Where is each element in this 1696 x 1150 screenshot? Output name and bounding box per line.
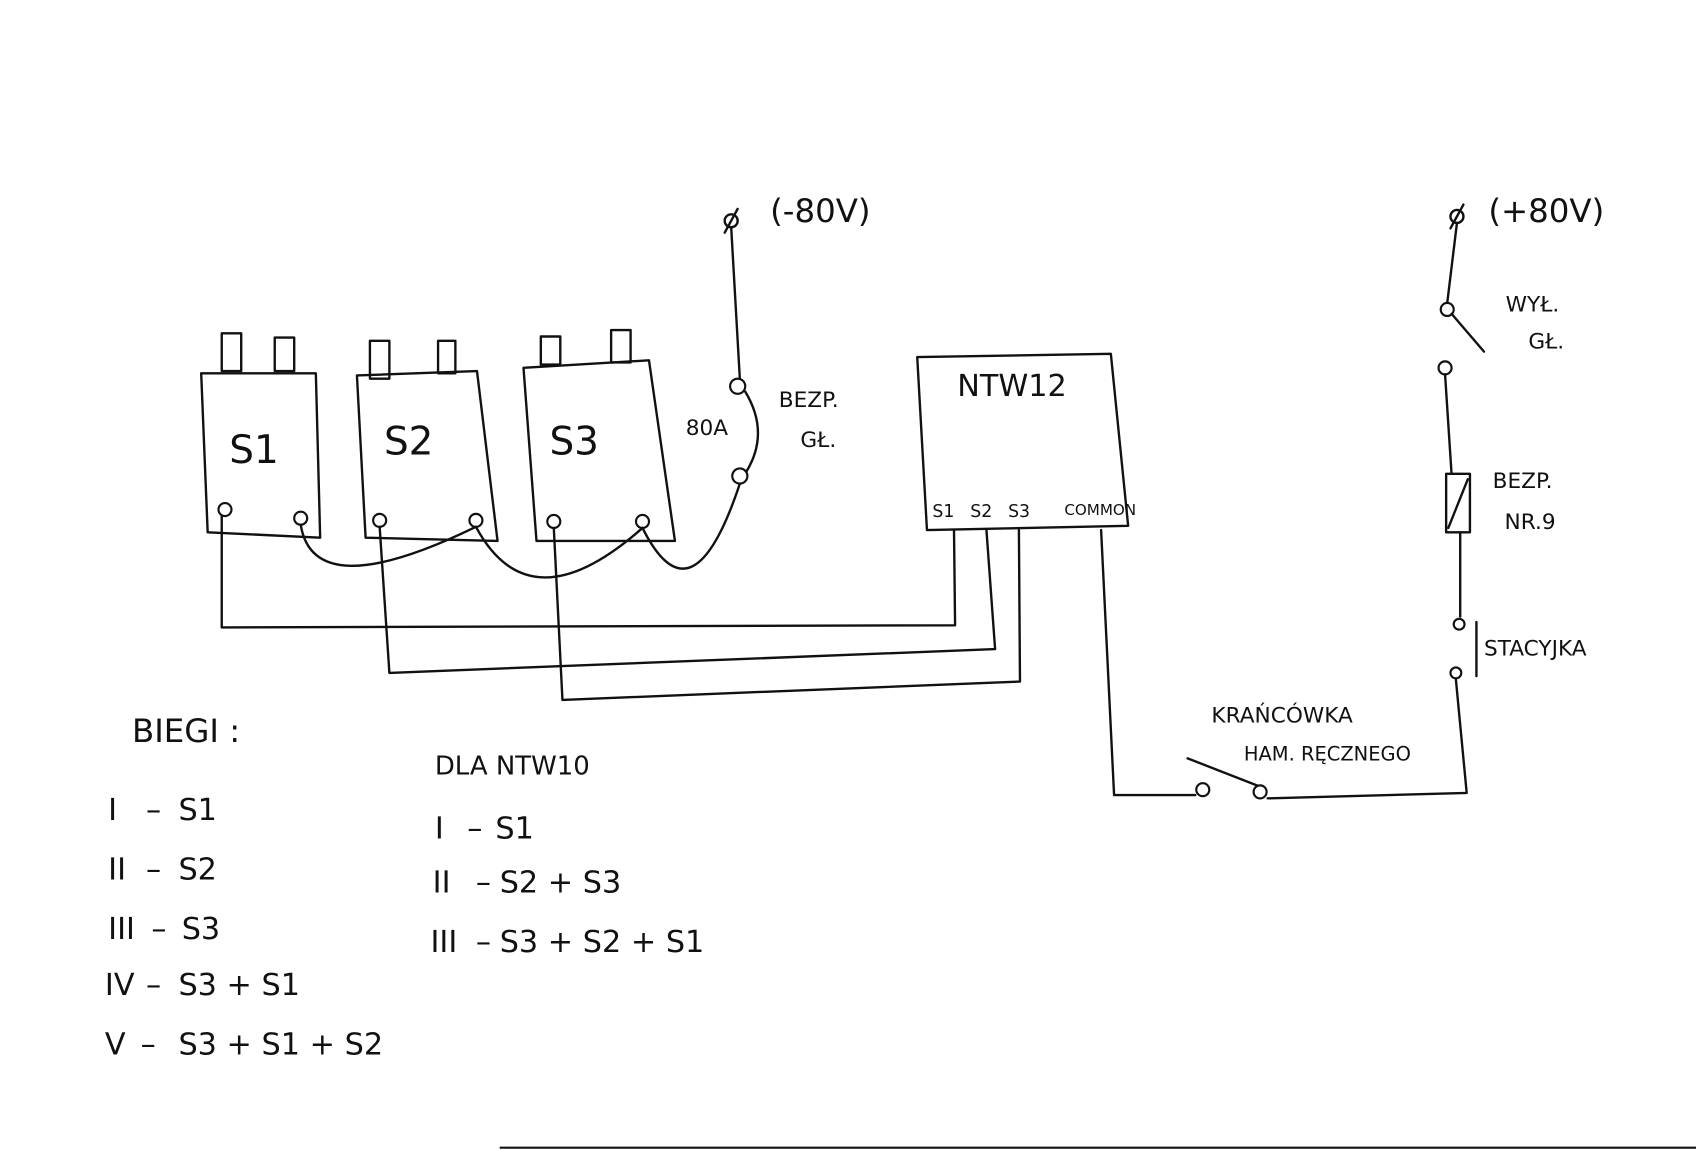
gears-title: BIEGI : [132,712,240,750]
diagram-text: – [141,1028,156,1063]
ignition-switch: STACYJKA [1449,617,1587,680]
diagram-text: – [146,793,161,828]
diagram-text: II [433,865,451,900]
gears-legend: BIEGI : I–S1 II–S2 III–S3 IV–S3 + S1 V–S… [105,712,383,1063]
diagram-text: – [151,912,166,947]
diagram-text: WYŁ. [1506,293,1560,318]
diagram-text: KRAŃCÓWKA [1211,703,1353,729]
diagram-text: IV [105,968,135,1003]
diagram-text: NR.9 [1505,510,1556,535]
diagram-text: BEZP. [1493,469,1553,494]
negative-supply-label: (-80V) [770,192,870,230]
diagram-text: S2 + S3 [500,865,622,900]
solenoid-s1: S1 [199,332,322,539]
diagram-text: – [146,968,161,1003]
fuse-nr9: BEZP. NR.9 [1444,469,1556,535]
diagram-text: S1 [932,502,954,522]
negative-supply: (-80V) [723,192,871,380]
diagram-text: GŁ. [1528,329,1564,354]
diagram-text: I [108,793,117,828]
diagram-text: – [476,865,491,900]
positive-supply: (+80V) [1446,192,1604,305]
diagram-text: S3 [1008,502,1030,522]
solenoid-s2: S2 [355,339,499,543]
diagram-text: III [430,925,457,960]
ntw10-title: DLA NTW10 [435,752,590,782]
diagram-text: S1 [495,811,533,846]
diagram-text: HAM. RĘCZNEGO [1244,743,1411,766]
ntw10-legend: DLA NTW10 I–S1 II–S2 + S3 III–S3 + S2 + … [430,752,704,960]
controller-title: NTW12 [957,369,1067,404]
diagram-text: I [435,811,444,846]
diagram-text: S2 [970,502,992,522]
diagram-text: – [146,852,161,887]
diagram-text: S1 [178,793,216,828]
ntw12-controller: NTW12 S1 S2 S3 COMMON [916,352,1136,532]
diagram-text: COMMON [1064,501,1136,519]
diagram-text: – [467,811,482,846]
main-switch: WYŁ. GŁ. [1437,293,1564,376]
diagram-text: 80A [686,416,729,441]
diagram-text: S3 + S1 [178,968,300,1003]
diagram-text: STACYJKA [1484,637,1587,662]
diagram-text: S3 + S1 + S2 [178,1028,383,1063]
solenoid-label: S1 [229,428,278,473]
diagram-text: III [108,912,135,947]
diagram-text: V [105,1028,126,1063]
handbrake-switch: KRAŃCÓWKA HAM. RĘCZNEGO [1186,703,1411,800]
solenoid-label: S3 [549,419,598,464]
diagram-text: S3 + S2 + S1 [500,925,705,960]
solenoid-label: S2 [384,419,433,464]
positive-supply-label: (+80V) [1488,192,1604,230]
diagram-text: S3 [182,912,220,947]
diagram-text: BEZP. [779,388,839,413]
diagram-text: GŁ. [800,428,836,453]
solenoid-s3: S3 [522,328,677,543]
diagram-text: S2 [178,852,216,887]
main-fuse: 80A BEZP. GŁ. [686,377,839,485]
diagram-text: – [476,925,491,960]
diagram-text: II [108,852,126,887]
